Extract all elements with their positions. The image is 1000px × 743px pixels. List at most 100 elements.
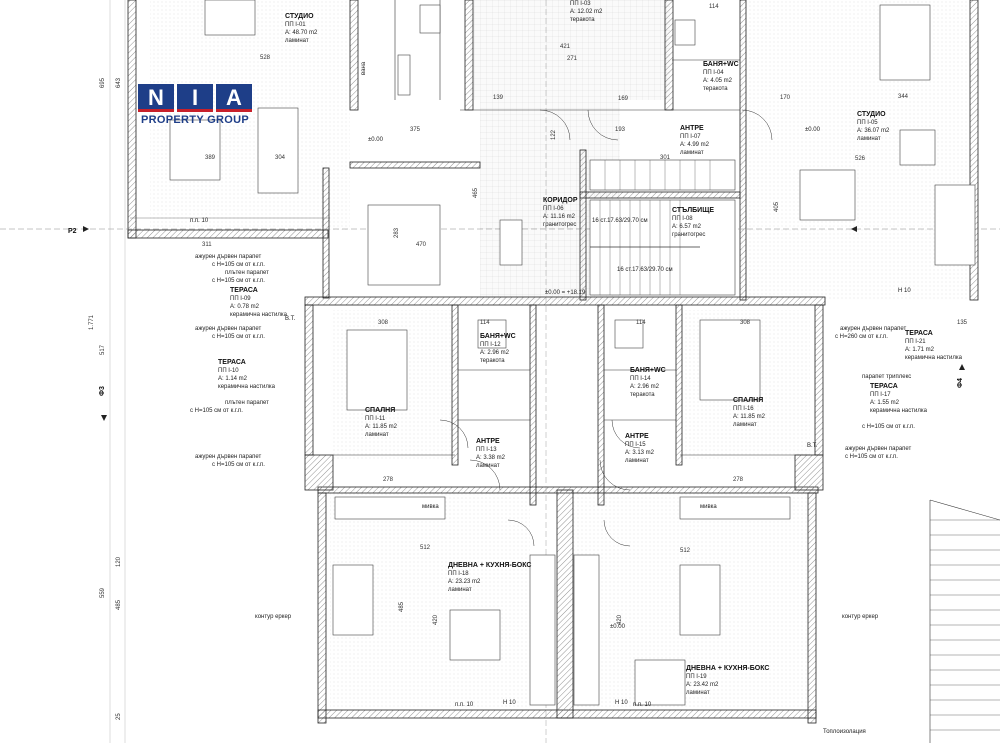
label-rooms-5-code: ПП I-06 xyxy=(543,206,564,212)
label-notes-insulation: Топлоизолация xyxy=(823,729,866,735)
label-notes-parapet_lattice: ажурен дървен парапет xyxy=(195,454,262,460)
label-dims-left-1: 643 xyxy=(116,77,122,88)
label-dims-labels-22: 122 xyxy=(551,129,557,140)
label-rooms-2-area: А: 4.05 m2 xyxy=(703,78,733,84)
axis-markers: Р2 Ф3 Ф4 xyxy=(68,226,965,421)
label-dims-labels-23: 114 xyxy=(480,320,490,326)
label-rooms-9-name: СПАЛНЯ xyxy=(365,407,395,414)
label-rooms-3-area: А: 36.07 m2 xyxy=(857,128,890,134)
room-label-08: СТЪЛБИЩЕ ПП I-08 А: 6.57 m2 гранитогрес xyxy=(672,207,714,238)
label-dims-left-0: 695 xyxy=(100,77,106,88)
dining-left xyxy=(449,609,501,661)
label-rooms-0-area: А: 48.70 m2 xyxy=(285,30,318,36)
room-label-06: КОРИДОР ПП I-06 А: 11.16 m2 гранитогрес xyxy=(543,197,578,228)
label-rooms-13-floor: ламинат xyxy=(625,458,649,464)
sofa-living-left xyxy=(332,564,374,636)
corridor-bench xyxy=(499,219,523,266)
label-rooms-2-name: БАНЯ+WC xyxy=(703,61,739,68)
label-dims-labels-4: 421 xyxy=(560,44,571,50)
room-label-13: АНТРЕ ПП I-13 А: 3.38 m2 ламинат xyxy=(476,438,506,469)
label-rooms-15-area: А: 1.55 m2 xyxy=(870,400,900,406)
label-dims-right_top-1: 526 xyxy=(855,156,866,162)
label-notes-vt: В.Т. xyxy=(807,443,818,449)
sofa-left xyxy=(257,107,299,194)
room-label-04: БАНЯ+WC ПП I-04 А: 4.05 m2 теракота xyxy=(703,61,739,92)
room-label-01: СТУДИО ПП I-01 А: 48.70 m2 ламинат xyxy=(285,13,318,44)
label-notes-parapet_lattice: ажурен дървен парапет xyxy=(840,326,907,332)
logo-letter-n: N xyxy=(138,84,174,112)
label-dims-labels-5: 271 xyxy=(567,56,578,62)
label-notes-mivka: мивка xyxy=(700,504,717,510)
room-label-11: СПАЛНЯ ПП I-11 А: 11.85 m2 ламинат xyxy=(365,407,398,438)
label-rooms-11-floor: ламинат xyxy=(476,463,500,469)
room-label-09: ТЕРАСА ПП I-09 А: 0.78 m2 керамична наст… xyxy=(230,287,288,318)
label-axes-f3: Ф3 xyxy=(99,386,106,396)
label-notes-mivka: мивка xyxy=(422,504,439,510)
room-label-15: АНТРЕ ПП I-15 А: 3.13 m2 ламинат xyxy=(625,433,655,464)
label-notes-level_up: ±0.00 = +18.19 xyxy=(545,290,586,296)
label-dims-labels-16: 278 xyxy=(733,477,744,483)
label-dims-right_top-2: 405 xyxy=(774,201,780,212)
label-rooms-16-code: ПП I-18 xyxy=(448,571,469,577)
label-dims-labels-28: 170 xyxy=(780,95,791,101)
room-labels: СТУДИО ПП I-01 А: 48.70 m2 ламинат ПП I-… xyxy=(218,1,963,696)
label-rooms-0-name: СТУДИО xyxy=(285,13,314,20)
label-rooms-14-code: ПП I-16 xyxy=(733,406,754,412)
label-dims-labels-15: 278 xyxy=(383,477,394,483)
label-rooms-1-area: А: 12.02 m2 xyxy=(570,9,603,15)
dimensions: 695 643 1.771 517 559 485 120 25 344 526… xyxy=(89,4,968,720)
label-dims-labels-19: 420 xyxy=(433,614,439,625)
bathtub-03 xyxy=(397,54,411,96)
company-logo: N I A PROPERTY GROUP xyxy=(136,84,254,134)
label-dims-labels-27: 139 xyxy=(493,95,504,101)
label-rooms-0-floor: ламинат xyxy=(285,38,309,44)
label-rooms-6-name: СТЪЛБИЩЕ xyxy=(672,207,714,214)
label-notes-parapet_lattice: ажурен дървен парапет xyxy=(845,446,912,452)
label-rooms-6-area: А: 6.57 m2 xyxy=(672,224,702,230)
label-notes-parapet_triplex: парапет триплекс xyxy=(862,374,911,380)
label-rooms-5-area: А: 11.16 m2 xyxy=(543,214,576,220)
table-left xyxy=(169,119,221,181)
label-notes-pp10: п.п. 10 xyxy=(455,702,474,708)
label-rooms-8-code: ПП I-10 xyxy=(218,368,239,374)
dining-right xyxy=(634,659,686,706)
shower-14 xyxy=(614,319,644,349)
label-dims-left-4: 559 xyxy=(100,587,106,598)
label-rooms-6-floor: гранитогрес xyxy=(672,232,705,238)
label-rooms-16-area: А: 23.23 m2 xyxy=(448,579,481,585)
label-dims-labels-8: 301 xyxy=(660,155,671,161)
label-dims-labels-7: 193 xyxy=(615,127,626,133)
label-notes-pp10: п.п. 10 xyxy=(190,218,209,224)
label-rooms-7-floor: керамична настилка xyxy=(230,312,288,318)
room-label-12: БАНЯ+WC ПП I-12 А: 2.96 m2 теракота xyxy=(480,333,516,364)
label-rooms-13-code: ПП I-15 xyxy=(625,442,646,448)
label-rooms-11-code: ПП I-13 xyxy=(476,447,497,453)
label-notes-parapet_solid: плътен парапет xyxy=(225,270,269,276)
label-notes-level_0: ±0.00 xyxy=(610,624,626,630)
staircase xyxy=(589,159,736,296)
label-rooms-16-name: ДНЕВНА + КУХНЯ-БОКС xyxy=(448,562,531,569)
label-rooms-4-code: ПП I-07 xyxy=(680,134,701,140)
label-notes-parapet_h105: с Н=105 см от к.г.п. xyxy=(212,278,265,284)
label-rooms-13-area: А: 3.13 m2 xyxy=(625,450,655,456)
table-right xyxy=(799,169,856,221)
logo-letters: N I A xyxy=(138,84,252,112)
label-rooms-5-floor: гранитогрес xyxy=(543,222,576,228)
label-notes-h10: Н 10 xyxy=(615,700,628,706)
label-notes-parapet_h105: с Н=105 см от к.г.п. xyxy=(845,454,898,460)
wc-03 xyxy=(419,4,441,34)
label-axes-p2: Р2 xyxy=(68,228,77,235)
label-rooms-18-area: А: 1.71 m2 xyxy=(905,347,935,353)
label-rooms-12-floor: теракота xyxy=(630,392,655,398)
label-rooms-10-code: ПП I-12 xyxy=(480,342,501,348)
label-dims-left-6: 120 xyxy=(116,556,122,567)
label-notes-stairs_2: 16 ст.17.63/29.70 см xyxy=(617,267,673,273)
bed-bedroom-left xyxy=(346,329,408,411)
label-notes-vt: В.Т. xyxy=(285,316,296,322)
label-rooms-4-area: А: 4.99 m2 xyxy=(680,142,710,148)
label-rooms-9-floor: ламинат xyxy=(365,432,389,438)
label-rooms-1-code: ПП I-03 xyxy=(570,1,591,7)
label-rooms-5-name: КОРИДОР xyxy=(543,197,578,204)
label-rooms-17-name: ДНЕВНА + КУХНЯ-БОКС xyxy=(686,665,769,672)
